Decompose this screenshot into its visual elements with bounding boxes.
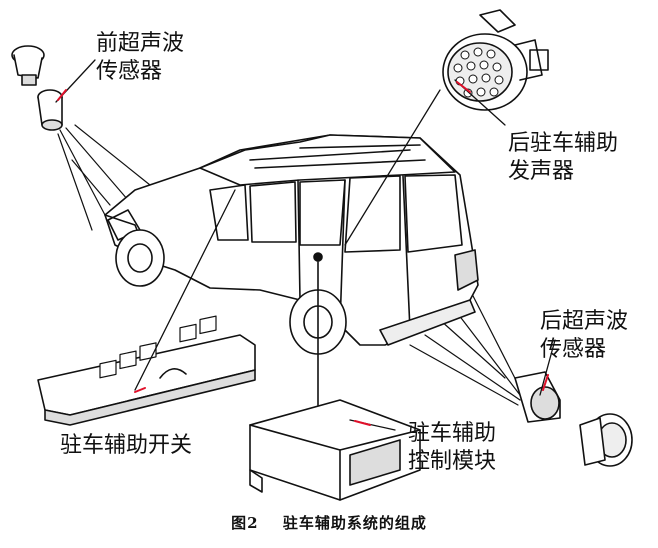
label-park-switch: 驻车辅助开关 bbox=[60, 433, 193, 458]
vehicle-suv bbox=[104, 134, 479, 355]
front-sensor-beam-lines bbox=[57, 124, 151, 231]
figure-title: 驻车辅助系统的组成 bbox=[282, 514, 427, 532]
rear-sensor-beam-lines bbox=[409, 289, 523, 406]
control-module-part bbox=[249, 261, 421, 501]
label-rear-buzzer: 后驻车辅助 发声器 bbox=[508, 131, 619, 184]
figure-caption: 图2 驻车辅助系统的组成 bbox=[0, 512, 658, 533]
rear-sensor-part bbox=[514, 371, 633, 467]
label-control-module: 驻车辅助 控制模块 bbox=[408, 421, 497, 474]
label-arrow-tips bbox=[57, 81, 549, 426]
label-rear-sensor: 后超声波 传感器 bbox=[540, 309, 629, 362]
label-front-sensor: 前超声波 传感器 bbox=[96, 31, 185, 84]
park-switch-part bbox=[37, 315, 256, 426]
figure-number: 图2 bbox=[231, 514, 259, 532]
front-sensor-part bbox=[11, 45, 63, 131]
rear-buzzer-part bbox=[442, 9, 549, 111]
